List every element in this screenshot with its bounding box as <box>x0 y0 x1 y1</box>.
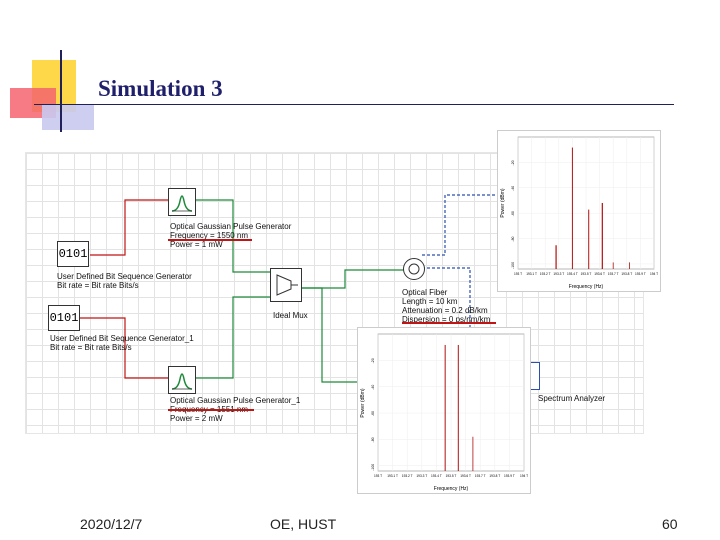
bottom-ylabel: Power (dBm) <box>360 388 366 418</box>
bit-sequence-generator-1-icon[interactable]: 0101 <box>48 305 80 331</box>
y-tick-label: -80 <box>511 236 515 241</box>
multiplexer-icon <box>276 274 298 296</box>
fiber-name: Optical Fiber <box>402 288 448 297</box>
x-tick-label: 193.7 T <box>475 474 486 478</box>
y-tick-label: -20 <box>511 160 515 165</box>
pulse-generator-label: Optical Gaussian Pulse Generator Frequen… <box>170 222 291 249</box>
pulse-generator-icon[interactable] <box>168 188 196 216</box>
bit-generator-1-param: Bit rate = Bit rate Bits/s <box>50 343 132 352</box>
pulse-generator-1-power: Power = 2 mW <box>170 414 223 423</box>
pulse-generator-1-icon[interactable] <box>168 366 196 394</box>
fiber-label: Optical Fiber Length = 10 km Attenuation… <box>402 288 490 324</box>
dispersion-underline <box>402 322 496 324</box>
x-tick-label: 193.6 T <box>594 272 605 276</box>
bit-generator-1-name: User Defined Bit Sequence Generator_1 <box>50 334 194 343</box>
y-tick-label: -60 <box>511 211 515 216</box>
bottom-xlabel: Frequency (Hz) <box>434 486 469 492</box>
x-tick-label: 194 T <box>650 272 658 276</box>
y-tick-label: -100 <box>371 464 375 471</box>
y-tick-label: -60 <box>371 411 375 416</box>
gaussian-pulse-icon-1 <box>171 373 193 390</box>
x-tick-label: 193.2 T <box>540 272 551 276</box>
x-tick-label: 193.5 T <box>446 474 457 478</box>
y-tick-label: -80 <box>371 437 375 442</box>
x-tick-label: 193.3 T <box>553 272 564 276</box>
gaussian-pulse-icon <box>171 195 193 212</box>
x-tick-label: 193.9 T <box>504 474 515 478</box>
pulse-generator-1-name: Optical Gaussian Pulse Generator_1 <box>170 396 301 405</box>
deco-blue-square <box>42 104 94 130</box>
optical-fiber-icon[interactable] <box>403 258 425 280</box>
x-tick-label: 194 T <box>520 474 528 478</box>
x-tick-label: 193.6 T <box>460 474 471 478</box>
x-tick-label: 193.8 T <box>621 272 632 276</box>
footer-date: 2020/12/7 <box>80 516 143 532</box>
y-tick-label: -40 <box>371 385 375 390</box>
pulse-generator-name: Optical Gaussian Pulse Generator <box>170 222 292 231</box>
bit-generator-label: User Defined Bit Sequence Generator Bit … <box>57 272 192 290</box>
y-tick-label: -40 <box>511 186 515 191</box>
x-tick-label: 193.1 T <box>526 272 537 276</box>
x-tick-label: 193.1 T <box>387 474 398 478</box>
x-tick-label: 193.2 T <box>402 474 413 478</box>
bit-generator-name: User Defined Bit Sequence Generator <box>57 272 192 281</box>
fiber-coil-icon <box>408 263 420 275</box>
bit-pattern-label-1: 0101 <box>49 311 79 325</box>
y-tick-label: -100 <box>511 262 515 269</box>
x-tick-label: 193.8 T <box>489 474 500 478</box>
bit-pattern-label: 0101 <box>58 247 88 261</box>
x-tick-label: 193 T <box>374 474 382 478</box>
top-xlabel: Frequency (Hz) <box>569 284 604 290</box>
bit-generator-1-label: User Defined Bit Sequence Generator_1 Bi… <box>50 334 194 352</box>
footer-page-number: 60 <box>662 516 678 532</box>
deco-horizontal-line <box>34 104 674 105</box>
mux-icon[interactable] <box>270 268 302 302</box>
frequency-underline-2 <box>168 409 254 411</box>
bit-sequence-generator-icon[interactable]: 0101 <box>57 241 89 267</box>
x-tick-label: 193.5 T <box>581 272 592 276</box>
footer-center: OE, HUST <box>270 516 337 532</box>
pulse-generator-power: Power = 1 mW <box>170 240 223 249</box>
x-tick-label: 193 T <box>514 272 522 276</box>
x-tick-label: 193.3 T <box>416 474 427 478</box>
deco-vertical-line <box>60 50 62 132</box>
fiber-dispersion: Dispersion = 0 ps/nm/km <box>402 315 491 324</box>
bit-generator-param: Bit rate = Bit rate Bits/s <box>57 281 139 290</box>
y-tick-label: -20 <box>371 358 375 363</box>
frequency-underline-1 <box>168 239 252 241</box>
fiber-attenuation: Attenuation = 0.2 dB/km <box>402 306 488 315</box>
top-ylabel: Power (dBm) <box>500 188 506 218</box>
x-tick-label: 193.4 T <box>567 272 578 276</box>
mux-label: Ideal Mux <box>273 311 308 320</box>
x-tick-label: 193.4 T <box>431 474 442 478</box>
x-tick-label: 193.9 T <box>635 272 646 276</box>
spectrum-analyzer-label: Spectrum Analyzer <box>538 394 606 403</box>
slide-title: Simulation 3 <box>98 76 223 101</box>
x-tick-label: 193.7 T <box>608 272 619 276</box>
fiber-length: Length = 10 km <box>402 297 458 306</box>
pulse-generator-frequency: Frequency = 1550 nm <box>170 231 249 240</box>
